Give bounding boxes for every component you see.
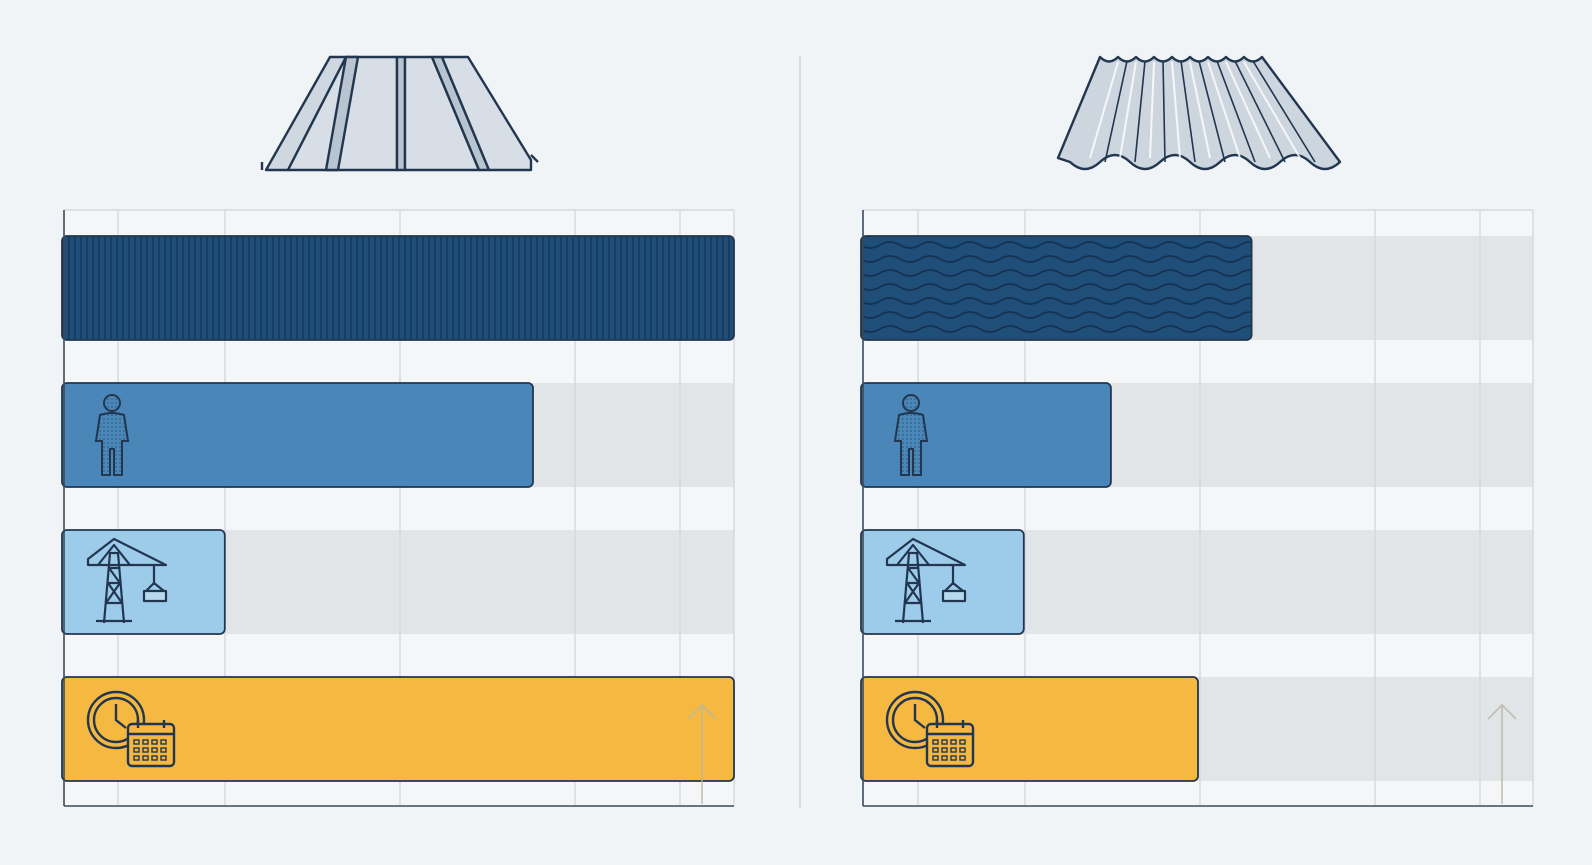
worker-icon [94, 394, 130, 476]
bar [860, 382, 1112, 488]
bar [860, 235, 1253, 341]
bar [61, 382, 534, 488]
clock-calendar-icon [86, 690, 176, 768]
clock-calendar-icon [885, 690, 975, 768]
crane-icon [885, 537, 967, 624]
up-arrow-icon [687, 703, 717, 804]
bar [61, 676, 735, 782]
chart-panel-standing-seam [61, 209, 735, 807]
bar [61, 529, 226, 635]
up-arrow-icon [1487, 703, 1517, 804]
crane-icon [86, 537, 168, 624]
bar [860, 529, 1025, 635]
chart-panel-corrugated [860, 209, 1534, 807]
standing-seam-panel-icon [260, 55, 539, 172]
bar [61, 235, 735, 341]
worker-icon [893, 394, 929, 476]
corrugated-panel-icon [1056, 55, 1342, 171]
